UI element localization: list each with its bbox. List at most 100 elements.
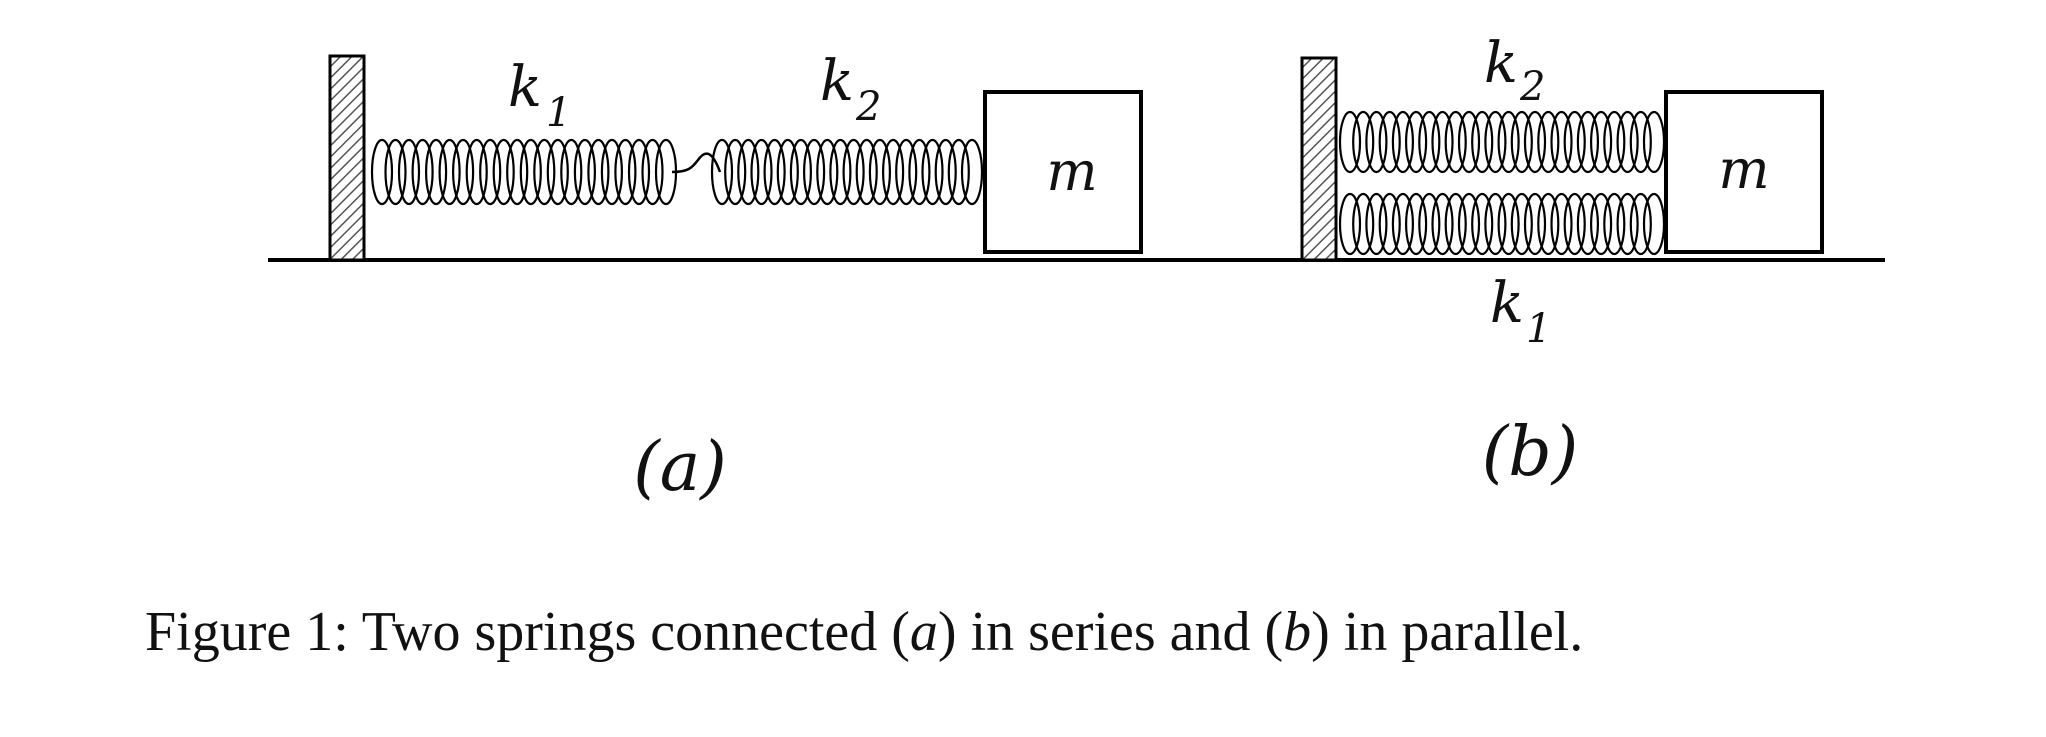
spring-coil — [1404, 192, 1428, 256]
spring-coil — [452, 138, 475, 206]
caption-prefix: Figure 1: — [145, 601, 349, 663]
spring-coil — [519, 138, 542, 206]
spring-coil — [710, 138, 734, 206]
spring-coil — [370, 138, 394, 206]
spring-coil — [1404, 110, 1428, 174]
spring-coil — [1497, 192, 1520, 256]
spring-coil — [1431, 110, 1454, 174]
caption-a: a — [910, 601, 938, 663]
spring-coil — [750, 138, 773, 206]
spring-k1-label-b: k — [1490, 271, 1524, 336]
spring-coil — [1550, 110, 1573, 174]
caption-text-2: ) in series and ( — [938, 601, 1283, 663]
panel-label-b: (b) — [1482, 413, 1579, 492]
spring-coil — [868, 138, 892, 206]
spring-coil — [1576, 192, 1600, 256]
spring-coil — [1338, 110, 1362, 174]
spring-coil — [546, 138, 569, 206]
mass-label-a: m — [1046, 140, 1097, 203]
spring-coil — [816, 138, 839, 206]
spring-coil — [641, 138, 664, 206]
wall-a — [328, 54, 366, 262]
spring-coil — [600, 138, 624, 206]
spring-coil — [895, 138, 918, 206]
spring-coil — [1510, 192, 1533, 256]
caption-text-3: ) in parallel. — [1311, 601, 1583, 663]
spring-coil — [1418, 192, 1441, 256]
spring-k1-a — [370, 138, 678, 206]
spring-coil — [492, 138, 515, 206]
spring-coil — [724, 138, 747, 206]
spring-coil — [1563, 110, 1586, 174]
spring-k2-label-a: k — [820, 49, 854, 114]
spring-coil — [506, 138, 529, 206]
spring-coil — [1589, 192, 1613, 256]
spring-coil — [438, 138, 461, 206]
spring-k1-sub-a: 1 — [546, 90, 571, 136]
spring-k2-sub-a: 2 — [855, 84, 881, 130]
spring-coil — [1484, 192, 1507, 256]
spring-coil — [1523, 192, 1547, 256]
spring-coil — [947, 138, 970, 206]
spring-coil — [1391, 110, 1415, 174]
spring-coil — [1418, 110, 1441, 174]
spring-coil — [1471, 110, 1494, 174]
caption-b: b — [1283, 601, 1311, 663]
spring-coil — [1457, 110, 1481, 174]
spring-coil — [587, 138, 610, 206]
spring-coil — [1642, 192, 1666, 256]
spring-coil — [1510, 110, 1533, 174]
spring-k2-label-b: k — [1484, 31, 1518, 96]
spring-coil — [908, 138, 931, 206]
spring-coil — [411, 138, 434, 206]
spring-coil — [763, 138, 786, 206]
spring-coil — [1352, 192, 1375, 256]
spring-coil — [1563, 192, 1586, 256]
spring-coil — [1391, 192, 1415, 256]
spring-coil — [855, 138, 878, 206]
spring-coil — [737, 138, 760, 206]
panel-label-a: (a) — [633, 428, 727, 507]
spring-coil — [614, 138, 637, 206]
spring-coil — [479, 138, 502, 206]
spring-k2-a — [710, 138, 984, 206]
spring-coil — [960, 138, 984, 206]
spring-coil — [425, 138, 448, 206]
spring-coil — [533, 138, 556, 206]
spring-coil — [921, 138, 944, 206]
spring-coil — [1616, 192, 1639, 256]
spring-coil — [1378, 110, 1401, 174]
spring-coil — [1603, 110, 1626, 174]
panel-a-series: m k 1 k 2 (a) — [268, 49, 1300, 507]
spring-k2-b — [1338, 110, 1666, 174]
spring-k1-label-a: k — [508, 55, 542, 120]
wall-b — [1300, 56, 1338, 262]
mass-block-a — [983, 90, 1143, 254]
spring-k2-sub-b: 2 — [1519, 64, 1545, 110]
mass-label-b: m — [1718, 138, 1769, 201]
spring-coil — [1444, 192, 1467, 256]
spring-coil — [627, 138, 651, 206]
spring-coil — [465, 138, 488, 206]
spring-coil — [1629, 192, 1652, 256]
spring-coil — [1365, 192, 1388, 256]
spring-coil — [881, 138, 905, 206]
spring-coil — [1444, 110, 1467, 174]
spring-coil — [573, 138, 597, 206]
spring-coil — [1497, 110, 1520, 174]
spring-coil — [1589, 110, 1613, 174]
caption-text-1: Two springs connected ( — [349, 601, 910, 663]
spring-coil — [1352, 110, 1375, 174]
spring-coil — [776, 138, 799, 206]
spring-coil — [560, 138, 583, 206]
spring-coil — [934, 138, 957, 206]
spring-coil — [1365, 110, 1388, 174]
spring-coil — [789, 138, 813, 206]
spring-coil — [1338, 192, 1362, 256]
spring-coil — [397, 138, 421, 206]
spring-coil — [1603, 192, 1626, 256]
spring-coil — [842, 138, 865, 206]
spring-coil — [1431, 192, 1454, 256]
panel-b-parallel: m k 2 k 1 (b) — [1300, 31, 1885, 492]
